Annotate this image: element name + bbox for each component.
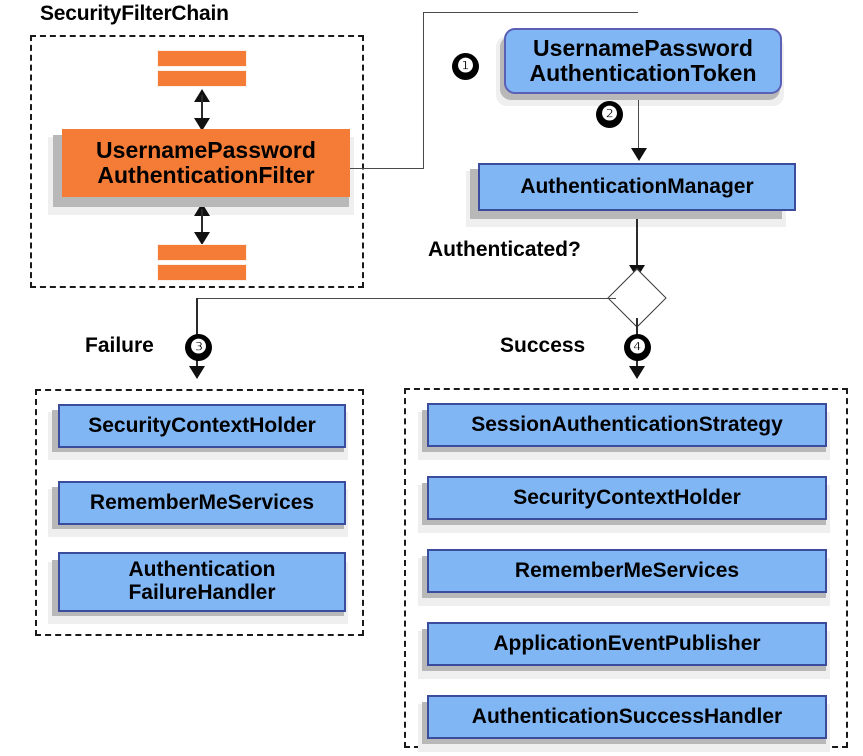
filter-arrow-stem-upper <box>201 95 203 123</box>
failure-branch-label: Failure <box>85 334 154 357</box>
success-item-session-authentication-strategy[interactable]: SessionAuthenticationStrategy <box>427 403 827 447</box>
security-filter-chain-group <box>30 35 364 288</box>
filter-bar-lower-1 <box>157 244 247 261</box>
manager-to-decision-line <box>636 216 638 276</box>
success-item-application-event-publisher[interactable]: ApplicationEventPublisher <box>427 622 827 666</box>
step-badge-2: ❷ <box>596 101 623 128</box>
filter-to-token-segment-v <box>423 12 424 169</box>
success-item-remember-me-services[interactable]: RememberMeServices <box>427 549 827 593</box>
filter-to-token-segment-h1 <box>350 168 424 169</box>
filter-bar-upper-2 <box>157 70 247 87</box>
token-to-manager-line <box>638 94 639 154</box>
filter-arrow-stem-lower <box>201 209 203 237</box>
decision-to-failure-segment-h <box>196 298 616 299</box>
step-badge-1: ❶ <box>452 53 479 80</box>
success-item-security-context-holder[interactable]: SecurityContextHolder <box>427 476 827 520</box>
authentication-manager-node[interactable]: AuthenticationManager <box>478 163 796 211</box>
failure-group <box>35 389 364 636</box>
success-item-authentication-success-handler[interactable]: AuthenticationSuccessHandler <box>427 695 827 739</box>
filter-arrow-down-upper <box>194 118 210 131</box>
authenticated-decision-label: Authenticated? <box>428 238 581 261</box>
failure-item-remember-me-services[interactable]: RememberMeServices <box>58 481 346 525</box>
filter-arrow-down-lower <box>194 232 210 245</box>
filter-bar-lower-2 <box>157 264 247 281</box>
token-to-manager-arrowhead <box>631 148 647 161</box>
username-password-authentication-filter-node[interactable]: UsernamePassword AuthenticationFilter <box>62 129 350 197</box>
step-badge-4: ❹ <box>624 334 651 361</box>
success-arrowhead <box>629 366 645 379</box>
failure-arrowhead <box>189 366 205 379</box>
security-filter-chain-title: SecurityFilterChain <box>40 2 229 25</box>
filter-to-token-segment-h2 <box>423 12 638 13</box>
failure-item-authentication-failure-handler[interactable]: Authentication FailureHandler <box>58 552 346 612</box>
failure-item-security-context-holder[interactable]: SecurityContextHolder <box>58 404 346 448</box>
filter-bar-upper-1 <box>157 50 247 67</box>
success-branch-label: Success <box>500 334 586 357</box>
username-password-authentication-token-node[interactable]: UsernamePassword AuthenticationToken <box>504 28 782 94</box>
step-badge-3: ❸ <box>185 334 212 361</box>
